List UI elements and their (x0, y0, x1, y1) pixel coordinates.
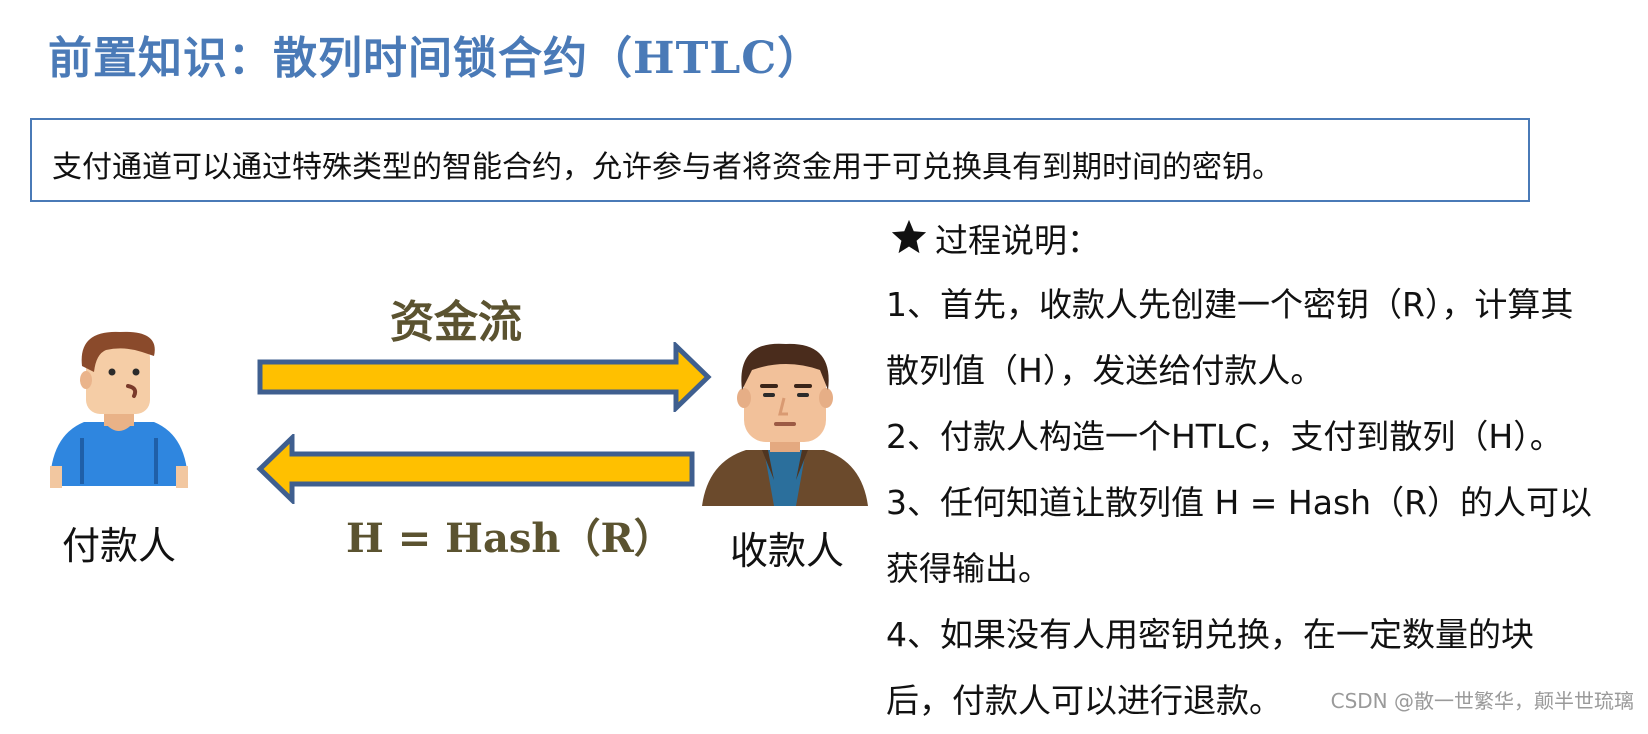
watermark: CSDN @散一世繁华，颠半世琉璃 (1330, 689, 1634, 713)
top-flow-label: 资金流 (390, 297, 522, 348)
payee-label: 收款人 (730, 529, 845, 573)
right-arrow-icon (257, 342, 712, 412)
process-step-3: 3、任何知道让散列值 H = Hash（R）的人可以获得输出。 (886, 483, 1593, 588)
left-arrow-icon (256, 434, 695, 504)
payer-label: 付款人 (62, 524, 177, 568)
process-step-1: 1、首先，收款人先创建一个密钥（R），计算其散列值（H），发送给付款人。 (886, 285, 1574, 390)
summary-box: 支付通道可以通过特殊类型的智能合约，允许参与者将资金用于可兑换具有到期时间的密钥… (30, 118, 1530, 202)
page-title: 前置知识：散列时间锁合约（HTLC） (48, 33, 823, 84)
summary-text: 支付通道可以通过特殊类型的智能合约，允许参与者将资金用于可兑换具有到期时间的密钥… (52, 150, 1282, 185)
process-step-4: 4、如果没有人用密钥兑换，在一定数量的块后，付款人可以进行退款。 (886, 615, 1534, 720)
bottom-flow-label: H = Hash（R） (346, 515, 674, 562)
process-title: 过程说明： (935, 221, 1100, 260)
payee-avatar-icon (702, 343, 868, 506)
process-step-2: 2、付款人构造一个HTLC，支付到散列（H）。 (886, 417, 1563, 456)
star-icon (891, 219, 927, 254)
payer-avatar-icon (50, 331, 188, 488)
